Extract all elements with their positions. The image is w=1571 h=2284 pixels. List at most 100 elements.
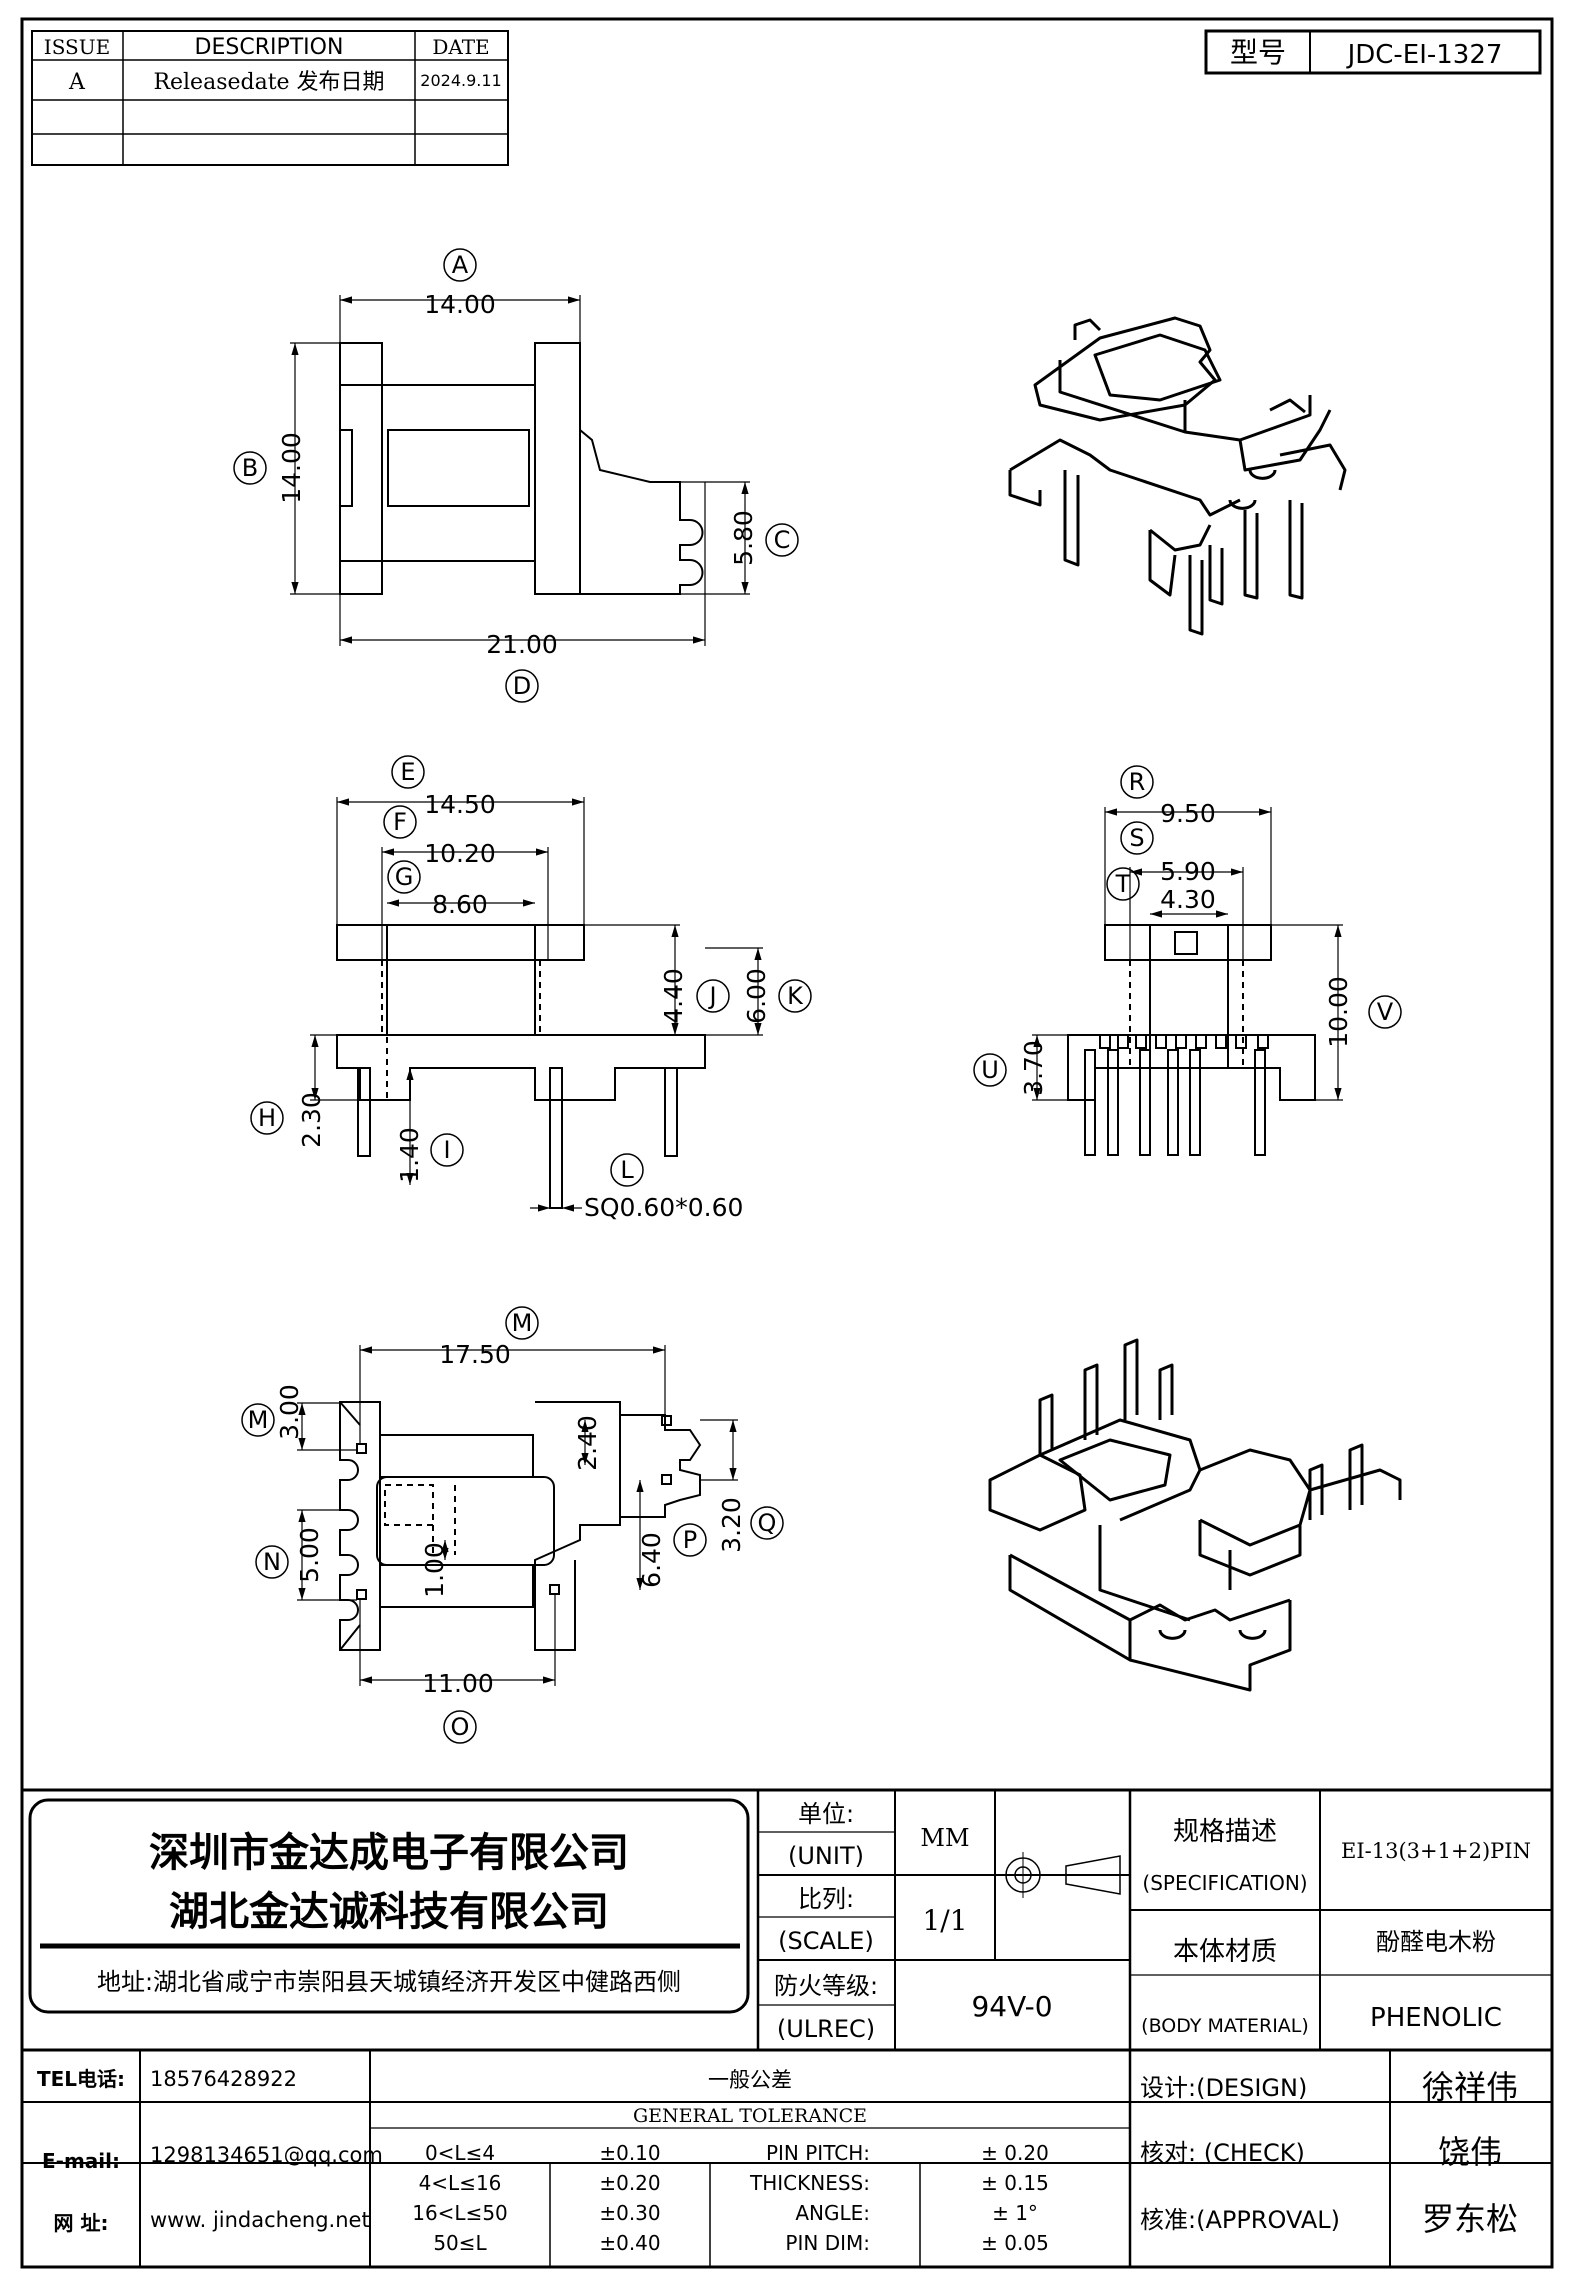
scale-label-cn: 比列:: [798, 1885, 854, 1913]
tol-item-value-3: ± 1°: [992, 2201, 1038, 2225]
rev-header-description: DESCRIPTION: [195, 35, 344, 60]
dim-b-value: 14.00: [277, 432, 306, 504]
rev-date-value: 2024.9.11: [420, 71, 501, 90]
bottom-view-labels: M 17.50 M 3.00 N 5.00 11.00 O 2.40 6.40 …: [241, 1306, 784, 1744]
dim-f-value: 10.20: [424, 839, 496, 868]
model-label: 型号: [1230, 36, 1286, 69]
tol-item-value-4: ± 0.05: [981, 2231, 1049, 2255]
dim-c-value: 5.80: [729, 510, 758, 566]
dim-s-value: 5.90: [1160, 857, 1216, 886]
spec-value: EI-13(3+1+2)PIN: [1341, 1839, 1531, 1863]
dim-j-value: 4.40: [659, 968, 688, 1024]
web-label: 网 址:: [54, 2211, 109, 2235]
dim-b-letter: B: [242, 454, 258, 482]
tol-value-2: ±0.20: [599, 2171, 660, 2195]
approval-name: 罗东松: [1422, 2200, 1518, 2238]
dim-g-value: 8.60: [432, 890, 488, 919]
web-value: www. jindacheng.net: [150, 2208, 370, 2232]
dim-i-letter: I: [443, 1136, 450, 1164]
rev-header-date: DATE: [432, 35, 489, 59]
spec-label-cn: 规格描述: [1173, 1817, 1277, 1847]
dim-i-value: 1.40: [395, 1127, 424, 1183]
rev-issue-value: A: [68, 70, 86, 95]
top-view-dims: [290, 295, 750, 646]
side-view-labels: R 9.50 S 5.90 T 4.30 10.00 V U 3.70: [973, 765, 1402, 1096]
unit-label-en: (UNIT): [788, 1842, 864, 1870]
dim-v-value: 10.00: [1324, 976, 1353, 1048]
email-label: E-mail:: [42, 2149, 120, 2173]
dim-e-value: 14.50: [424, 790, 496, 819]
dim-m-side-letter: M: [248, 1406, 269, 1434]
tel-value: 18576428922: [150, 2067, 297, 2091]
design-name: 徐祥伟: [1422, 2068, 1518, 2106]
ulrec-label-cn: 防火等级:: [774, 1972, 878, 2000]
dim-l-value: SQ0.60*0.60: [584, 1193, 743, 1222]
check-label: 核对: (CHECK): [1140, 2139, 1305, 2167]
dim-k-value: 6.00: [742, 968, 771, 1024]
rev-header-issue: ISSUE: [44, 35, 110, 59]
dim-p-letter: P: [683, 1526, 697, 1554]
tolerance-title-cn: 一般公差: [708, 2068, 792, 2092]
check-name: 饶伟: [1438, 2133, 1502, 2171]
dim-u-letter: U: [981, 1056, 999, 1084]
dim-n-letter: N: [263, 1548, 281, 1576]
dim-c-letter: C: [774, 526, 791, 554]
company-name-1: 深圳市金达成电子有限公司: [149, 1830, 629, 1876]
dim-o-letter: O: [451, 1713, 470, 1741]
title-block-text: 深圳市金达成电子有限公司 湖北金达诚科技有限公司 地址:湖北省咸宁市崇阳县天城镇…: [37, 1800, 1531, 2255]
tol-range-4: 50≤L: [433, 2231, 487, 2255]
tol-value-3: ±0.30: [599, 2201, 660, 2225]
dim-d-letter: D: [513, 672, 531, 700]
dim-a-value: 14.00: [424, 290, 496, 319]
model-box: 型号 JDC-EI-1327: [1204, 29, 1542, 75]
tol-value-1: ±0.10: [599, 2141, 660, 2165]
dim-u-value: 3.70: [1019, 1040, 1048, 1096]
ulrec-value: 94V-0: [971, 1990, 1052, 2023]
dim-h-letter: H: [258, 1104, 276, 1132]
company-name-2: 湖北金达诚科技有限公司: [169, 1889, 609, 1935]
unit-value: MM: [920, 1824, 969, 1852]
scale-label-en: (SCALE): [778, 1927, 874, 1955]
dim-p-value: 6.40: [637, 1532, 666, 1588]
tol-item-3: ANGLE:: [795, 2201, 870, 2225]
dim-a-letter: A: [452, 251, 469, 279]
company-address: 地址:湖北省咸宁市崇阳县天城镇经济开发区中健路西侧: [97, 1968, 681, 1996]
front-view: [336, 924, 706, 1209]
dim-m-top-value: 17.50: [439, 1340, 511, 1369]
side-view-dims: [1032, 807, 1343, 1101]
front-view-dims: [310, 797, 763, 1212]
tol-item-value-2: ± 0.15: [981, 2171, 1049, 2195]
material-label-en: (BODY MATERIAL): [1141, 2015, 1309, 2037]
outer-border: [20, 17, 1554, 2269]
bottom-view: [339, 1401, 702, 1651]
dim-q-letter: Q: [758, 1509, 777, 1537]
dim-v-letter: V: [1377, 998, 1394, 1026]
tel-label: TEL电话:: [37, 2067, 125, 2091]
dim-m-top-letter: M: [512, 1309, 533, 1337]
tol-range-2: 4<L≤16: [419, 2171, 502, 2195]
dim-r-letter: R: [1129, 768, 1146, 796]
tol-range-1: 0<L≤4: [425, 2141, 495, 2165]
tol-item-1: PIN PITCH:: [766, 2141, 870, 2165]
side-view: [1067, 924, 1316, 1156]
dim-e-letter: E: [400, 758, 415, 786]
dim-f-letter: F: [393, 808, 407, 836]
dim-l-letter: L: [620, 1156, 634, 1184]
unit-label-cn: 单位:: [798, 1800, 854, 1828]
dim-s-letter: S: [1129, 824, 1144, 852]
tol-item-value-1: ± 0.20: [981, 2141, 1049, 2165]
dim-n-value: 5.00: [295, 1527, 324, 1583]
dim-j-letter: J: [707, 982, 716, 1010]
design-label: 设计:(DESIGN): [1140, 2074, 1307, 2102]
spec-label-en: (SPECIFICATION): [1142, 1871, 1307, 1895]
material-value-en: PHENOLIC: [1370, 2003, 1502, 2033]
tol-value-4: ±0.40: [599, 2231, 660, 2255]
model-value: JDC-EI-1327: [1346, 40, 1503, 70]
tol-range-3: 16<L≤50: [412, 2201, 508, 2225]
top-view-labels: A 14.00 B 14.00 C 5.80 D 21.00: [233, 248, 799, 703]
dim-o-value: 11.00: [422, 1669, 494, 1698]
title-block: [22, 1788, 1552, 2267]
email-value: 1298134651@qq.com: [150, 2143, 383, 2167]
revision-table: ISSUE DESCRIPTION DATE A Releasedate 发布日…: [31, 30, 509, 166]
